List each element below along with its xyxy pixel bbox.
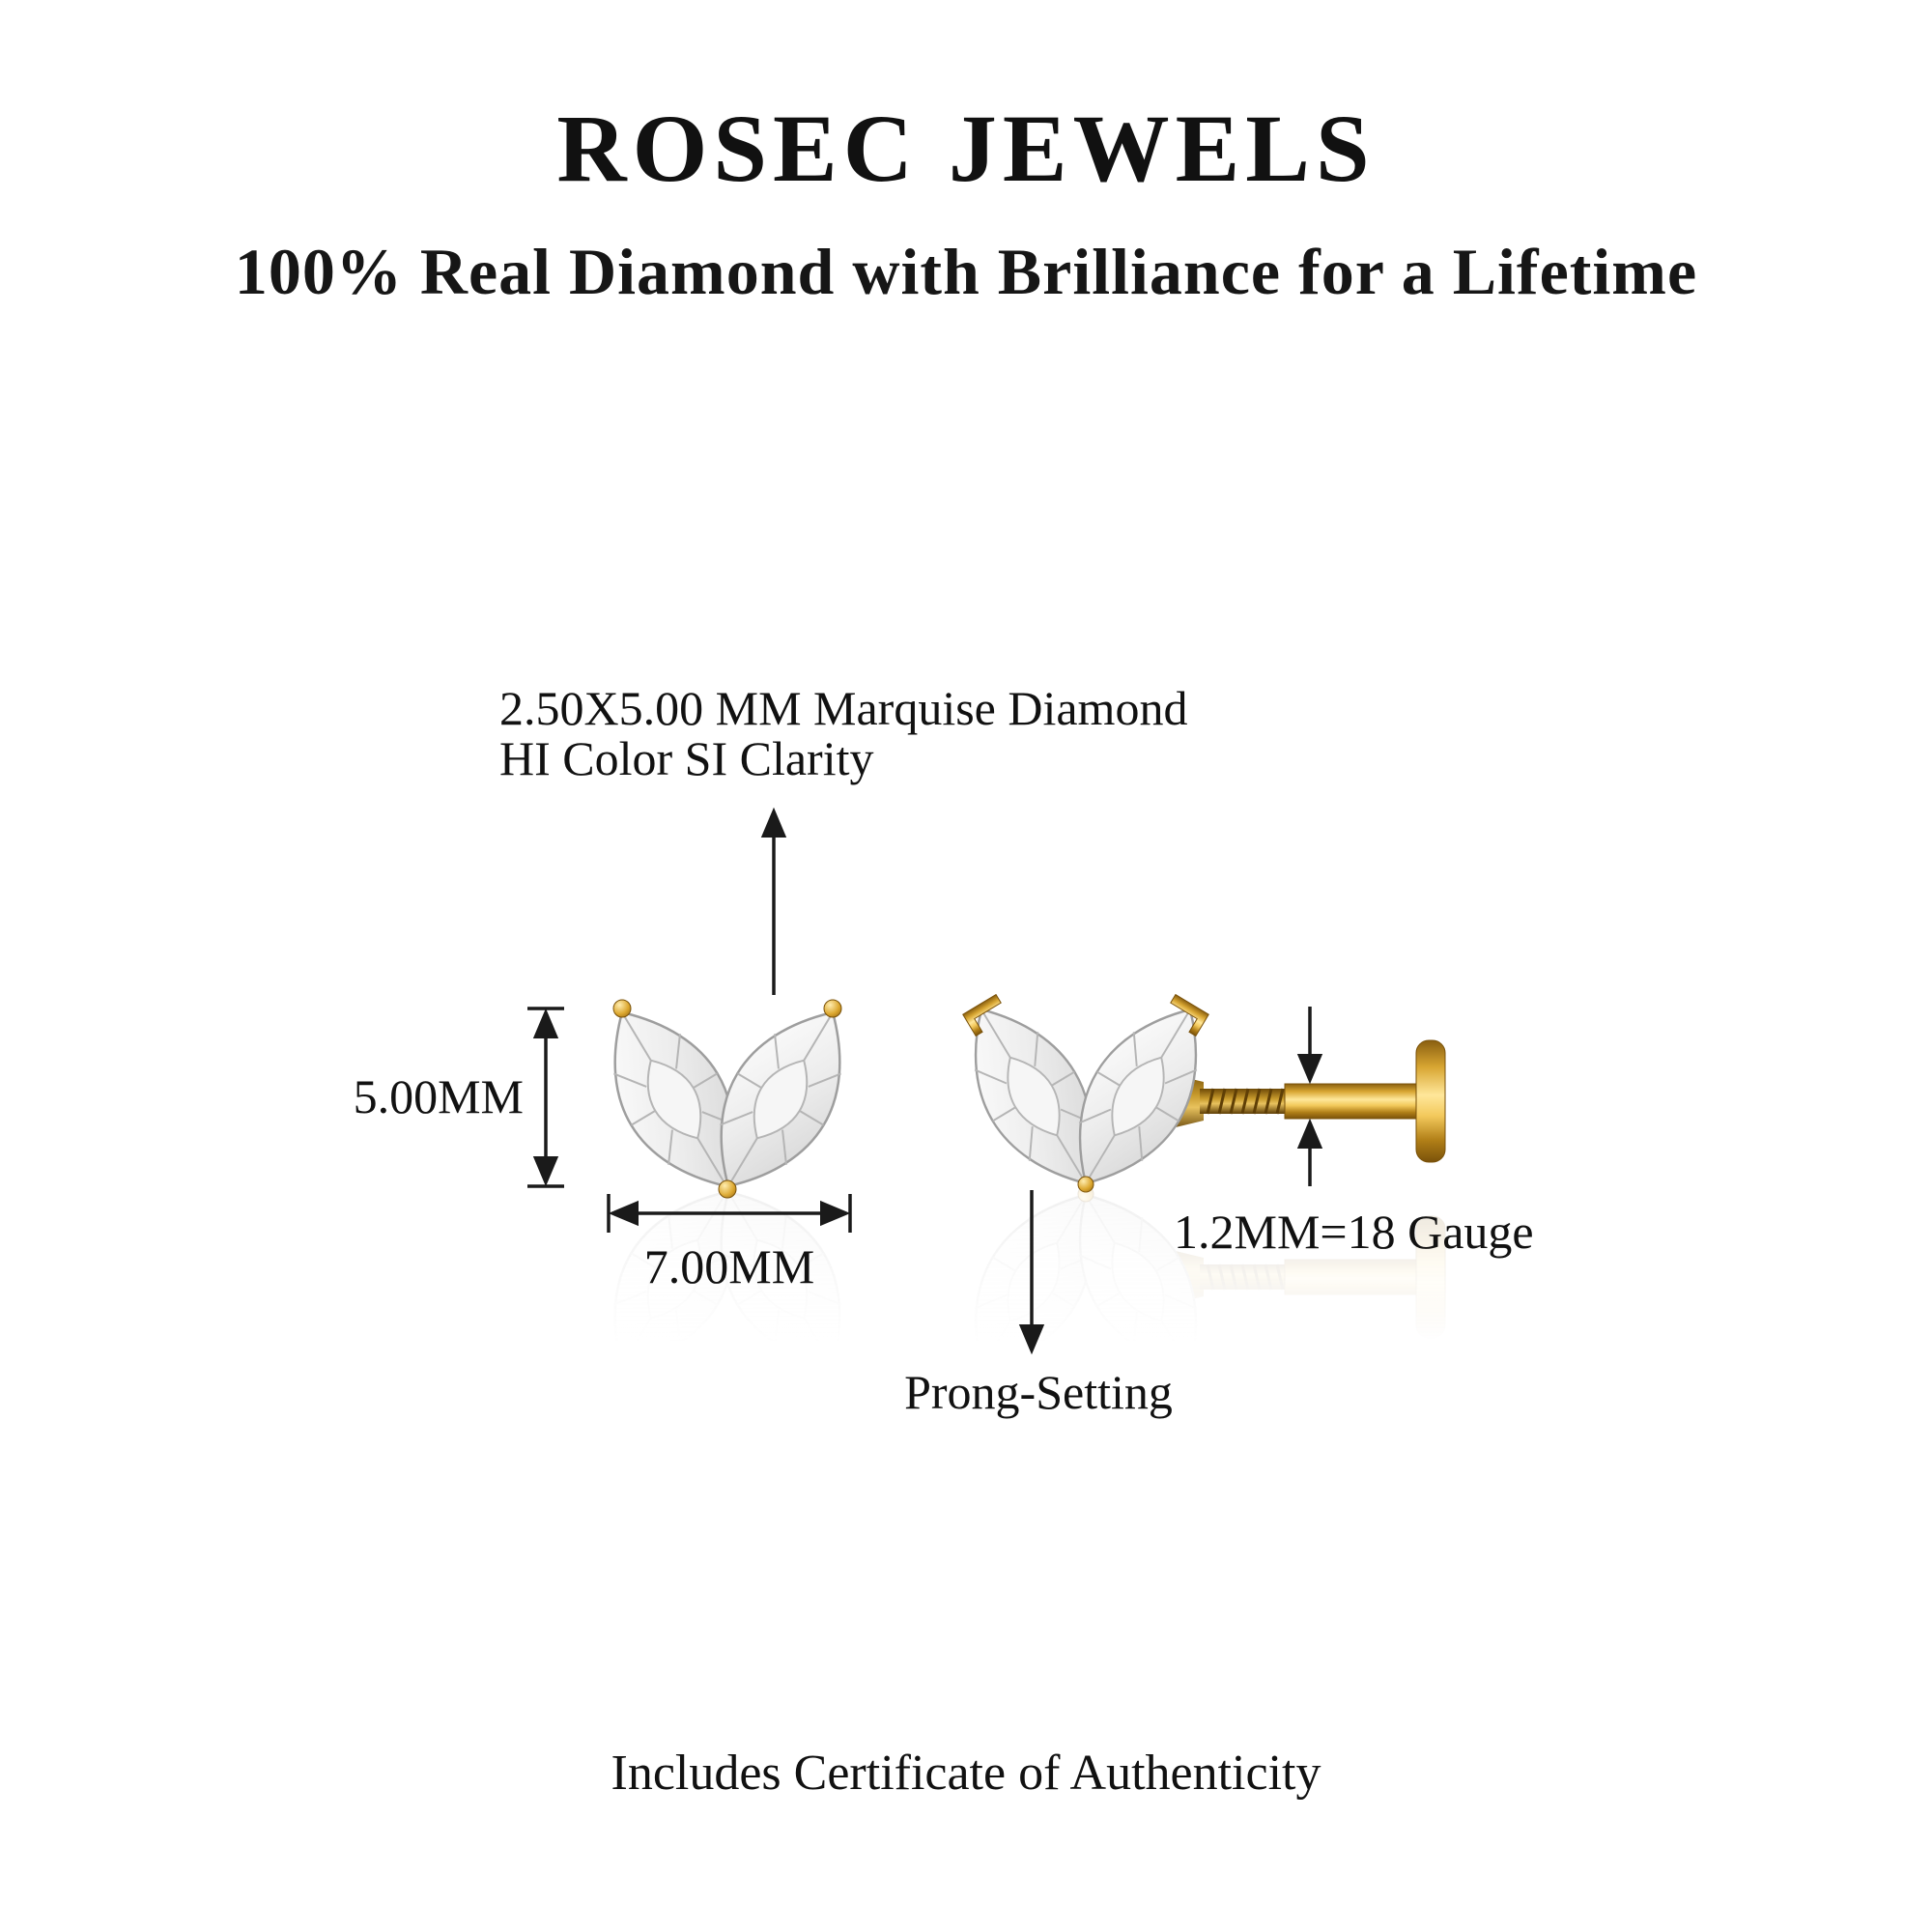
width-dimension-label: 7.00MM bbox=[644, 1239, 814, 1293]
flat-disc-back bbox=[1415, 1039, 1446, 1163]
earring-views bbox=[578, 983, 1446, 1214]
height-dimension-label: 5.00MM bbox=[354, 1069, 524, 1123]
prong-setting-annotation: Prong-Setting bbox=[904, 1190, 1173, 1419]
post-barbell bbox=[1284, 1083, 1421, 1120]
brand-title: ROSEC JEWELS bbox=[556, 95, 1376, 202]
stone-annotation-line2: HI Color SI Clarity bbox=[499, 731, 873, 785]
tagline: 100% Real Diamond with Brilliance for a … bbox=[234, 235, 1698, 308]
threaded-screw bbox=[1200, 1088, 1287, 1115]
gauge-dimension: 1.2MM=18 Gauge bbox=[1174, 1007, 1534, 1259]
prong-setting-label: Prong-Setting bbox=[904, 1365, 1173, 1419]
gauge-dimension-label: 1.2MM=18 Gauge bbox=[1174, 1205, 1534, 1259]
side-view-earring bbox=[939, 983, 1446, 1209]
width-dimension: 7.00MM bbox=[607, 1194, 852, 1293]
certificate-note: Includes Certificate of Authenticity bbox=[611, 1746, 1321, 1801]
stone-annotation-line1: 2.50X5.00 MM Marquise Diamond bbox=[499, 681, 1187, 735]
height-dimension: 5.00MM bbox=[354, 1007, 564, 1188]
stone-annotation: 2.50X5.00 MM Marquise Diamond HI Color S… bbox=[499, 681, 1187, 995]
front-view-earring bbox=[578, 984, 877, 1214]
